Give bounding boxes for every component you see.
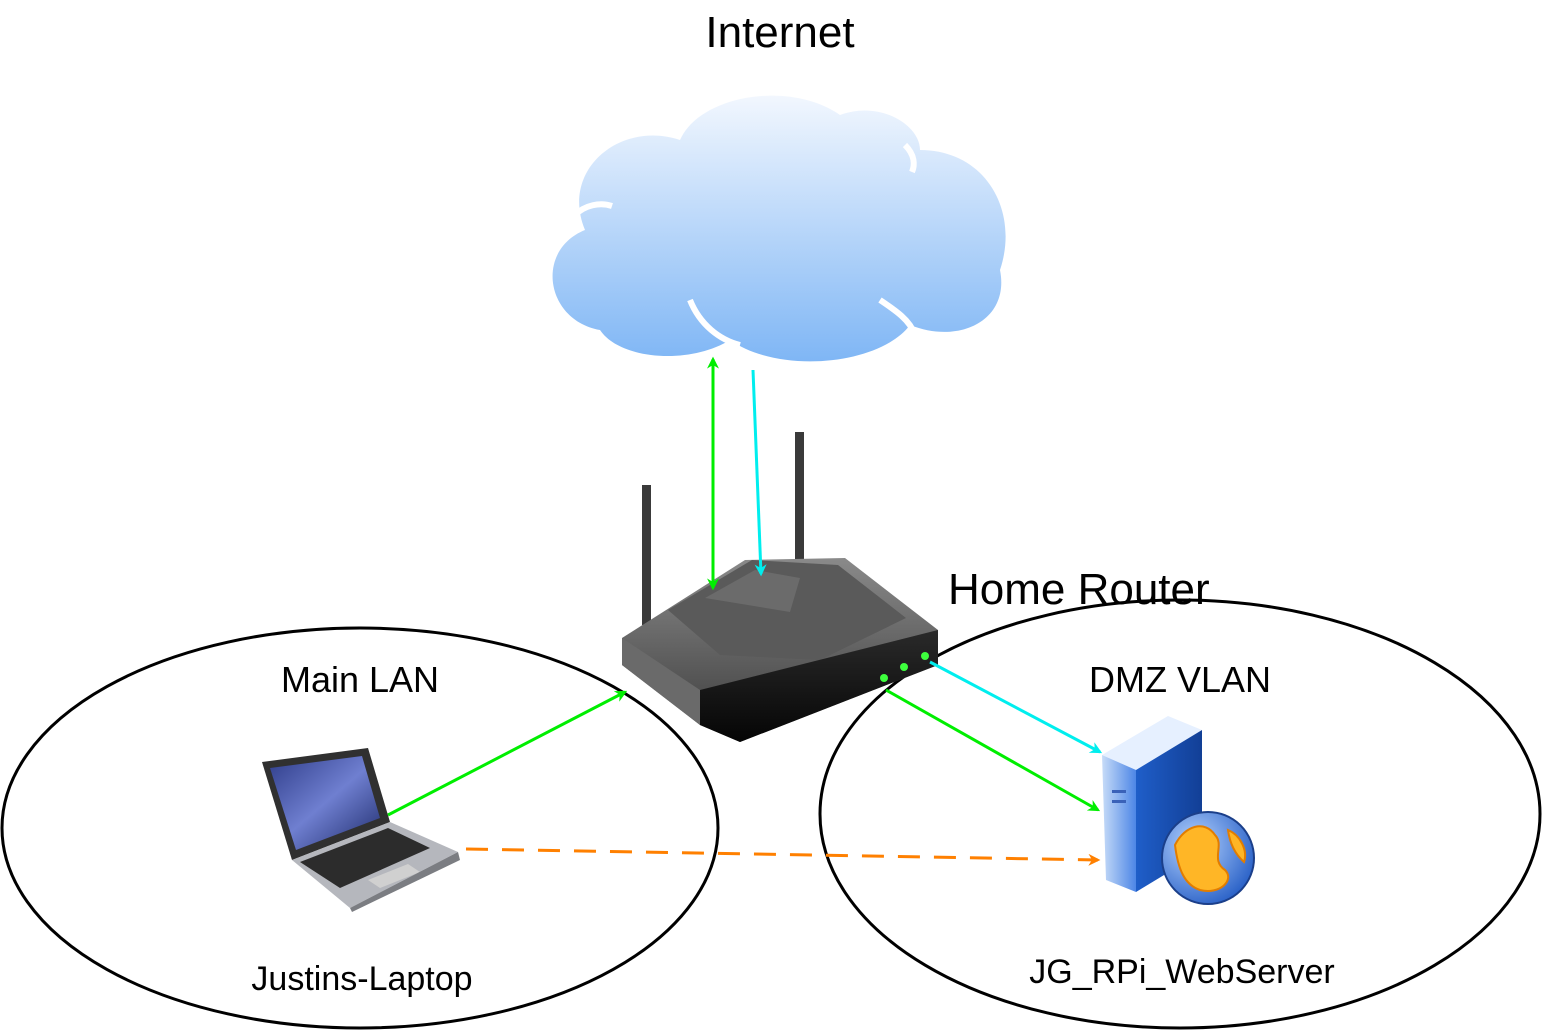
dmz-vlan-zone: [818, 598, 1542, 1030]
cyan-link-internet-router: [751, 369, 767, 577]
green-link-router-server: [885, 688, 1101, 812]
wireless-router-icon: [622, 432, 938, 742]
cyan-link-router-server: [929, 660, 1103, 754]
cloud-icon: [552, 95, 1006, 362]
web-server-icon: [1102, 716, 1255, 905]
main-lan-label: Main LAN: [281, 659, 439, 700]
orange-dashed-link-laptop-server: [465, 847, 1101, 866]
main-lan-zone: [0, 626, 720, 1030]
server-label: JG_RPi_WebServer: [1029, 953, 1335, 991]
internet-label: Internet: [705, 8, 854, 57]
dmz-vlan-label: DMZ VLAN: [1089, 659, 1271, 700]
router-label: Home Router: [948, 565, 1210, 614]
laptop-icon: [262, 748, 460, 912]
green-link-laptop-router: [387, 690, 628, 817]
laptop-label: Justins-Laptop: [251, 960, 472, 998]
